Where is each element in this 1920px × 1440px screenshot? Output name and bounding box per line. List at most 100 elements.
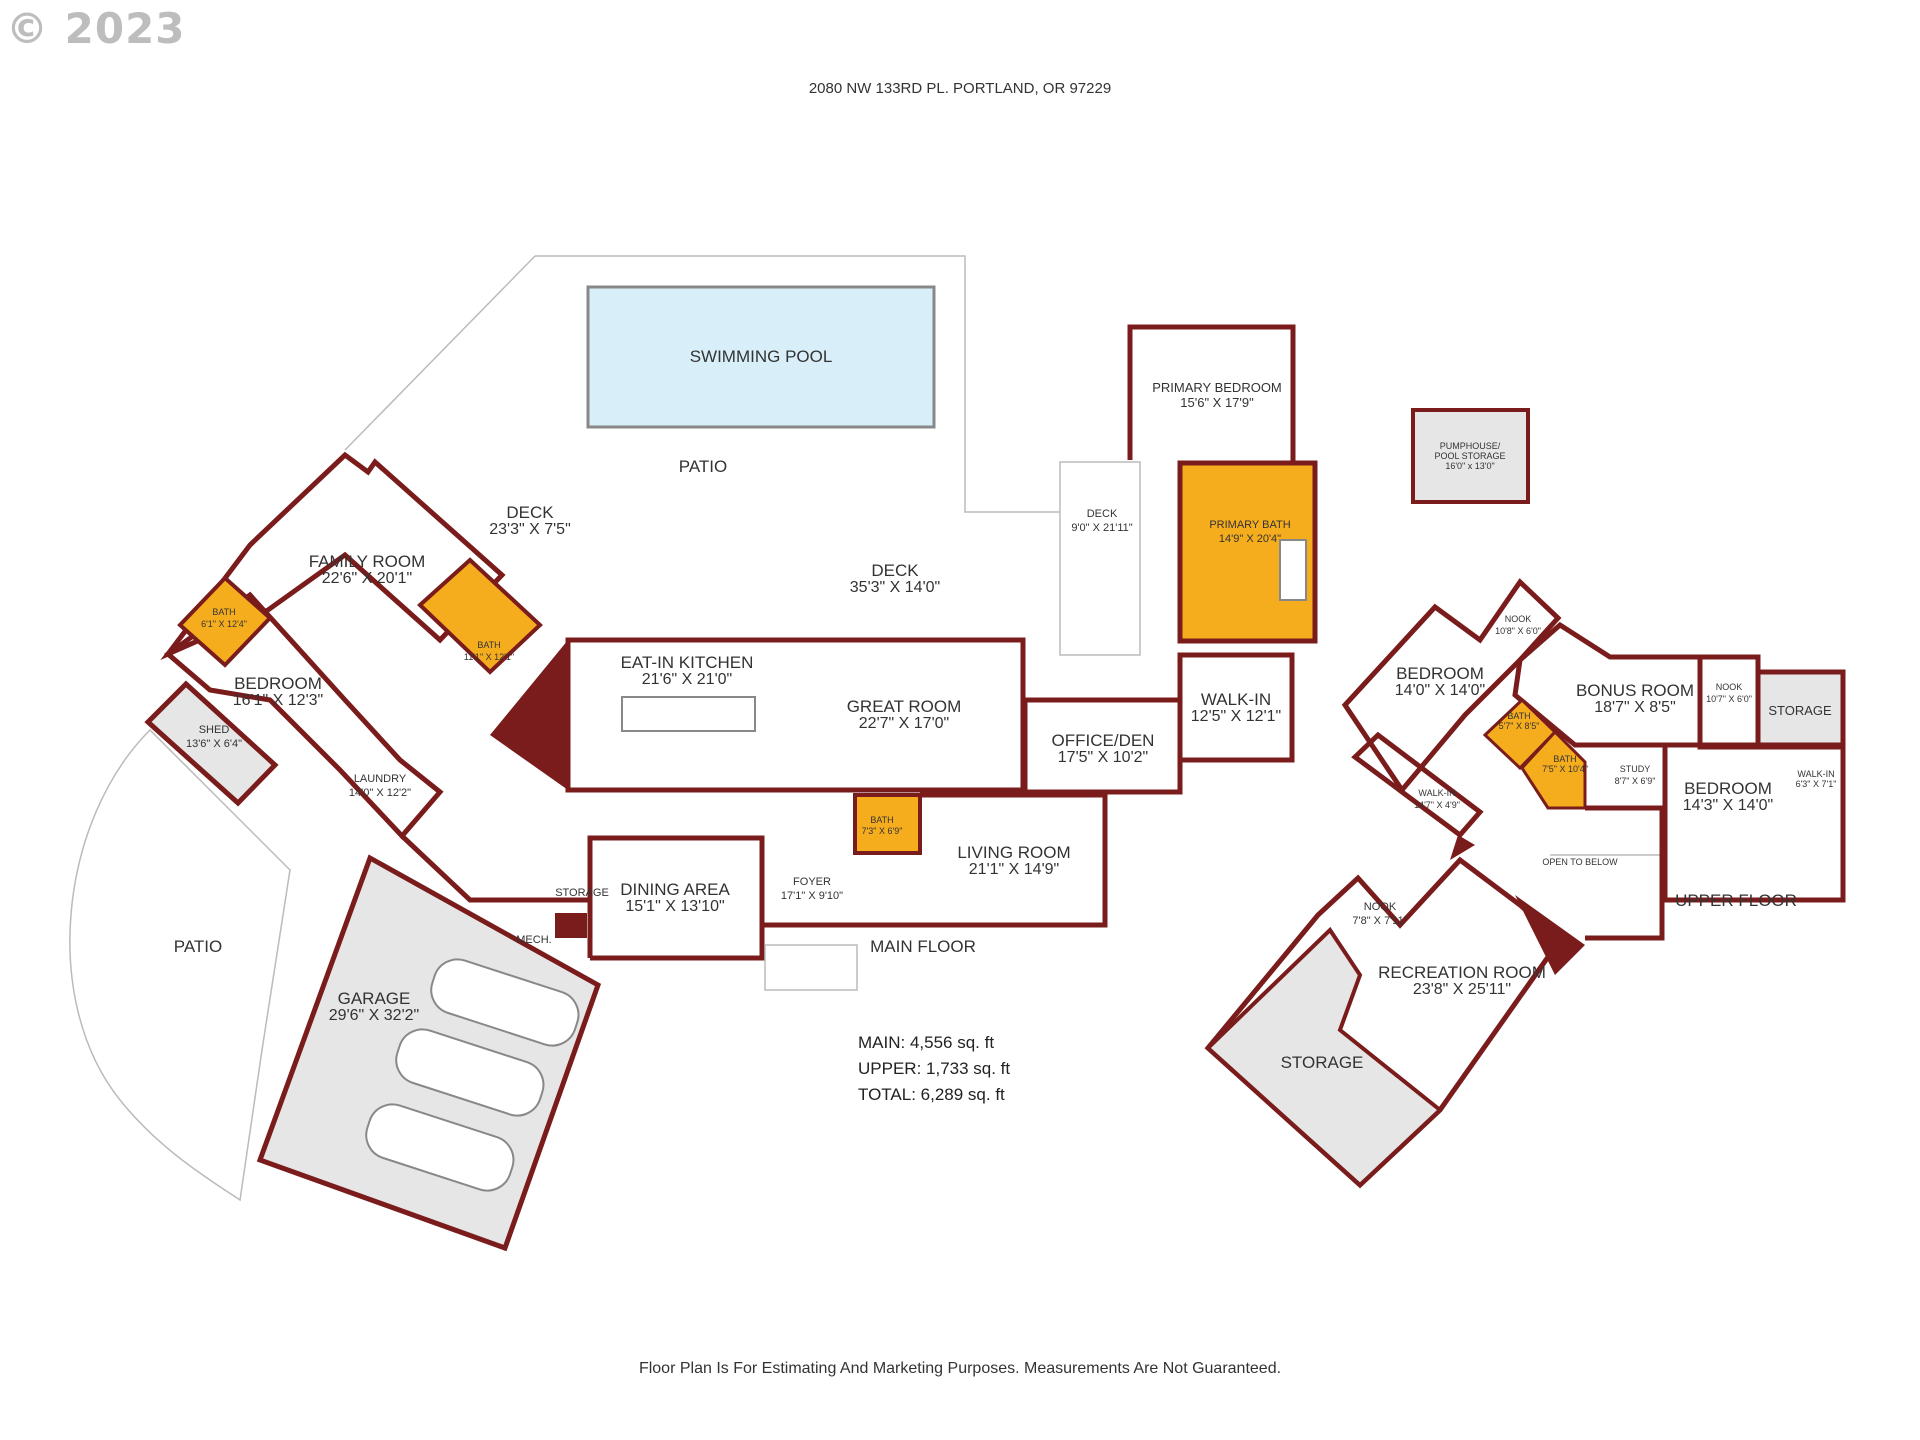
living-dim: 21'1" X 14'9" — [969, 861, 1059, 878]
great-dim: 22'7" X 17'0" — [859, 715, 949, 732]
bath-e-fill — [1520, 729, 1587, 810]
bedroom-main-label: BEDROOM — [234, 674, 322, 693]
nook-b-dim: 10'7" X 6'0" — [1706, 694, 1752, 704]
kitchen-label: EAT-IN KITCHEN — [621, 653, 754, 672]
bedroom-up2-dim: 14'3" X 14'0" — [1683, 797, 1773, 814]
walkin-main-walls — [1177, 652, 1295, 763]
square-footage-summary: MAIN: 4,556 sq. ft UPPER: 1,733 sq. ft T… — [858, 1030, 1010, 1108]
recreation-label: RECREATION ROOM — [1378, 963, 1546, 982]
bath-c-fill — [853, 793, 922, 855]
walkin-up2-label: WALK-IN — [1797, 769, 1834, 779]
bath-b-dim: 11'1" X 12'1" — [464, 652, 514, 662]
bedroom-up2-label: BEDROOM — [1684, 779, 1772, 798]
foyer-bottom-walls — [590, 922, 855, 961]
pumphouse-label-2: POOL STORAGE — [1434, 451, 1505, 461]
nook-a-label: NOOK — [1505, 614, 1532, 624]
open-below-outline — [1550, 854, 1663, 939]
bedroom-main-dim: 16'1" X 12'3" — [233, 692, 323, 709]
upper-sqft: UPPER: 1,733 sq. ft — [858, 1059, 1011, 1078]
deck-left-label: DECK — [506, 503, 554, 522]
primary-bath-dim: 14'9" X 20'4" — [1219, 533, 1281, 545]
patio-top-label: PATIO — [679, 457, 728, 476]
upper-connector-walls — [1585, 805, 1665, 941]
main-floor-label: MAIN FLOOR — [870, 937, 976, 956]
garage-dim: 29'6" X 32'2" — [329, 1007, 419, 1024]
laundry-link-walls — [400, 834, 590, 903]
pumphouse-walls — [1411, 408, 1530, 504]
primary-bed-dim: 15'6" X 17'9" — [1180, 395, 1254, 410]
shed-label: SHED — [199, 724, 230, 736]
foyer-entry — [764, 944, 858, 991]
swimming-pool — [586, 285, 936, 429]
living-walls — [855, 792, 1108, 928]
laundry-dim: 14'0" X 12'2" — [349, 787, 411, 799]
bath-a-label: BATH — [212, 607, 235, 617]
primary-bath-tub — [1279, 539, 1307, 601]
great-label: GREAT ROOM — [847, 697, 962, 716]
storage-main-label: STORAGE — [555, 887, 609, 899]
walkin-up1-label: WALK-IN — [1418, 788, 1455, 798]
deck-right-dim: 9'0" X 21'11" — [1071, 522, 1132, 534]
upper-bedroom2-walls — [1662, 742, 1846, 903]
mech-label: MECH. — [516, 934, 551, 946]
storage-up-label: STORAGE — [1768, 703, 1832, 718]
laundry-label: LAUNDRY — [354, 773, 407, 785]
patio-left-label: PATIO — [174, 937, 223, 956]
yard-outline — [535, 255, 1060, 513]
living-label: LIVING ROOM — [957, 843, 1070, 862]
bonus-dim: 18'7" X 8'5" — [1594, 699, 1676, 716]
dining-dim: 15'1" X 13'10" — [625, 898, 724, 915]
nook-c-label: NOOK — [1364, 901, 1397, 913]
yard-outline-diag — [344, 255, 536, 451]
bath-b-label: BATH — [477, 640, 500, 650]
office-dim: 17'5" X 10'2" — [1058, 749, 1148, 766]
walkin-up1-walls — [1351, 731, 1484, 839]
dining-label: DINING AREA — [620, 880, 730, 899]
upper-stair-wedge2 — [1515, 895, 1585, 975]
kitchen-island — [621, 696, 756, 732]
pumphouse-label-1: PUMPHOUSE/ — [1440, 441, 1501, 451]
recreation-dim: 23'8" X 25'11" — [1413, 981, 1511, 998]
walkin-main-dim: 12'5" X 12'1" — [1191, 708, 1281, 725]
primary-bath-label: PRIMARY BATH — [1209, 519, 1290, 531]
deck-main-dim: 35'3" X 14'0" — [850, 579, 940, 596]
shed-walls — [144, 680, 279, 807]
mech-wedge — [555, 913, 587, 938]
walkin-up2-dim: 6'3" X 7'1" — [1796, 779, 1837, 789]
pool-label: SWIMMING POOL — [690, 347, 833, 366]
bath-a-fill — [177, 575, 273, 668]
garage-label: GARAGE — [338, 989, 411, 1008]
shed-dim: 13'6" X 6'4" — [186, 738, 242, 750]
upper-storage — [1755, 669, 1846, 750]
copyright-watermark: © 2023 — [6, 4, 186, 53]
bath-e-label: BATH — [1553, 754, 1576, 764]
walkin-up1-dim: 14'7" X 4'9" — [1414, 800, 1460, 810]
bath-a-dim: 6'1" X 12'4" — [201, 619, 247, 629]
primary-bed-label: PRIMARY BEDROOM — [1152, 380, 1282, 395]
property-address: 2080 NW 133RD PL. PORTLAND, OR 97229 — [808, 80, 1112, 97]
primary-bedroom-walls — [1127, 324, 1296, 463]
upper-stair-wedge — [1450, 835, 1475, 860]
bath-d-dim: 5'7" X 8'5" — [1499, 721, 1540, 731]
bonus-label: BONUS ROOM — [1576, 681, 1694, 700]
nook-b-label: NOOK — [1716, 682, 1743, 692]
nook-c-dim: 7'8" X 7'11" — [1352, 915, 1407, 927]
study-dim: 8'7" X 6'9" — [1615, 776, 1656, 786]
deck-left-dim: 23'3" X 7'5" — [489, 521, 571, 538]
car-icon — [365, 958, 580, 1192]
office-label: OFFICE/DEN — [1052, 731, 1155, 750]
study-label: STUDY — [1620, 764, 1651, 774]
storage-rec-label: STORAGE — [1281, 1053, 1364, 1072]
left-patio-outline — [69, 728, 291, 1202]
upper-floor-label: UPPER FLOOR — [1675, 891, 1797, 910]
total-sqft: TOTAL: 6,289 sq. ft — [858, 1085, 1005, 1104]
foyer-label: FOYER — [793, 876, 831, 888]
upper-bedroom-walls — [1341, 578, 1562, 795]
family-label: FAMILY ROOM — [309, 552, 426, 571]
nook-a-dim: 10'8" X 6'0" — [1495, 626, 1541, 636]
disclaimer: Floor Plan Is For Estimating And Marketi… — [638, 1360, 1282, 1377]
storage-rec-fill — [1205, 926, 1444, 1188]
bath-b-fill — [417, 557, 543, 675]
deck-right-outline — [1059, 461, 1141, 656]
